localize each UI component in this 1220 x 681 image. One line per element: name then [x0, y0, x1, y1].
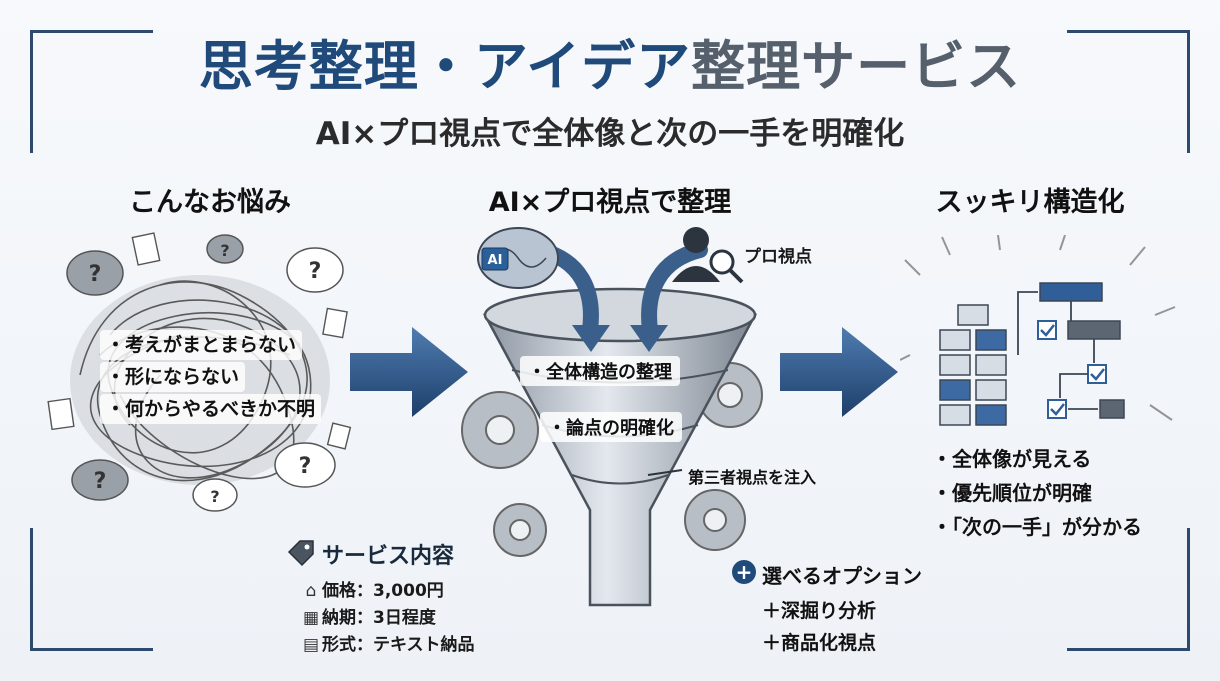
question-cloud-icon [66, 234, 344, 512]
list-item: ・優先順位が明確 [932, 481, 1092, 505]
page-title: 思考整理・アイデア整理サービス [0, 22, 1220, 101]
price-tag-icon [287, 540, 314, 567]
svg-text:?: ? [299, 454, 312, 479]
worry-list: ・考えがまとまらない ・形にならない ・何からやるべきか不明 [100, 330, 340, 426]
service-price-text: 価格：3,000円 [322, 581, 444, 601]
svg-text:?: ? [210, 487, 219, 506]
service-title: サービス内容 [322, 544, 455, 569]
section-heading-structure: スッキリ構造化 [935, 187, 1125, 218]
svg-text:?: ? [94, 469, 107, 494]
section-heading-worries: こんなお悩み [129, 187, 291, 218]
frame-corner-top-right [1067, 30, 1190, 153]
page-subtitle: AI×プロ視点で全体像と次の一手を明確化 [315, 116, 905, 152]
funnel-item: ・全体構造の整理 [520, 356, 680, 386]
arrow-right-icon [350, 327, 468, 417]
list-item: ・考えがまとまらない [100, 330, 303, 360]
structured-flowchart-illustration [900, 235, 1176, 426]
frame-corner-top-left [30, 30, 153, 153]
service-price: ⌂価格：3,000円 [300, 576, 444, 601]
document-icon: ▤ [302, 635, 320, 655]
list-item: ・「次の一手」が分かる [932, 515, 1142, 539]
service-format-text: 形式：テキスト納品 [322, 635, 475, 655]
frame-corner-bottom-right [1067, 528, 1190, 651]
ai-badge: AI [488, 253, 503, 268]
title-part2: 整理サービス [691, 35, 1022, 98]
pro-perspective-label: プロ視点 [744, 247, 812, 267]
service-format: ▤形式：テキスト納品 [300, 630, 475, 655]
frame-corner-bottom-left [30, 528, 153, 651]
service-delivery-text: 納期：3日程度 [322, 608, 436, 628]
option-item: ＋商品化視点 [762, 632, 877, 654]
svg-text:?: ? [89, 262, 102, 287]
list-item: ・全体像が見える [932, 447, 1092, 471]
funnel-item: ・論点の明確化 [540, 412, 682, 442]
list-item: ・形にならない [100, 362, 246, 392]
svg-text:?: ? [220, 241, 229, 260]
result-list: ・全体像が見える ・優先順位が明確 ・「次の一手」が分かる [932, 442, 1182, 544]
brain-icon: AI [477, 227, 559, 289]
list-item: ・何からやるべきか不明 [100, 394, 322, 424]
funnel-item: 第三者視点を注入 [688, 468, 817, 487]
price-tag-icon: ⌂ [305, 581, 317, 601]
section-heading-organize: AI×プロ視点で整理 [488, 187, 732, 218]
option-item: ＋深掘り分析 [762, 600, 877, 622]
options-title: 選べるオプション [762, 564, 922, 588]
plus-circle-icon: + [732, 560, 756, 584]
paper-note-icon [47, 232, 352, 450]
service-delivery: ▦納期：3日程度 [300, 603, 436, 628]
arrow-right-icon [780, 327, 898, 417]
professional-person-icon [672, 227, 744, 284]
title-part1: 思考整理・アイデア [198, 35, 692, 98]
calendar-icon: ▦ [302, 608, 320, 628]
svg-text:?: ? [309, 259, 322, 284]
